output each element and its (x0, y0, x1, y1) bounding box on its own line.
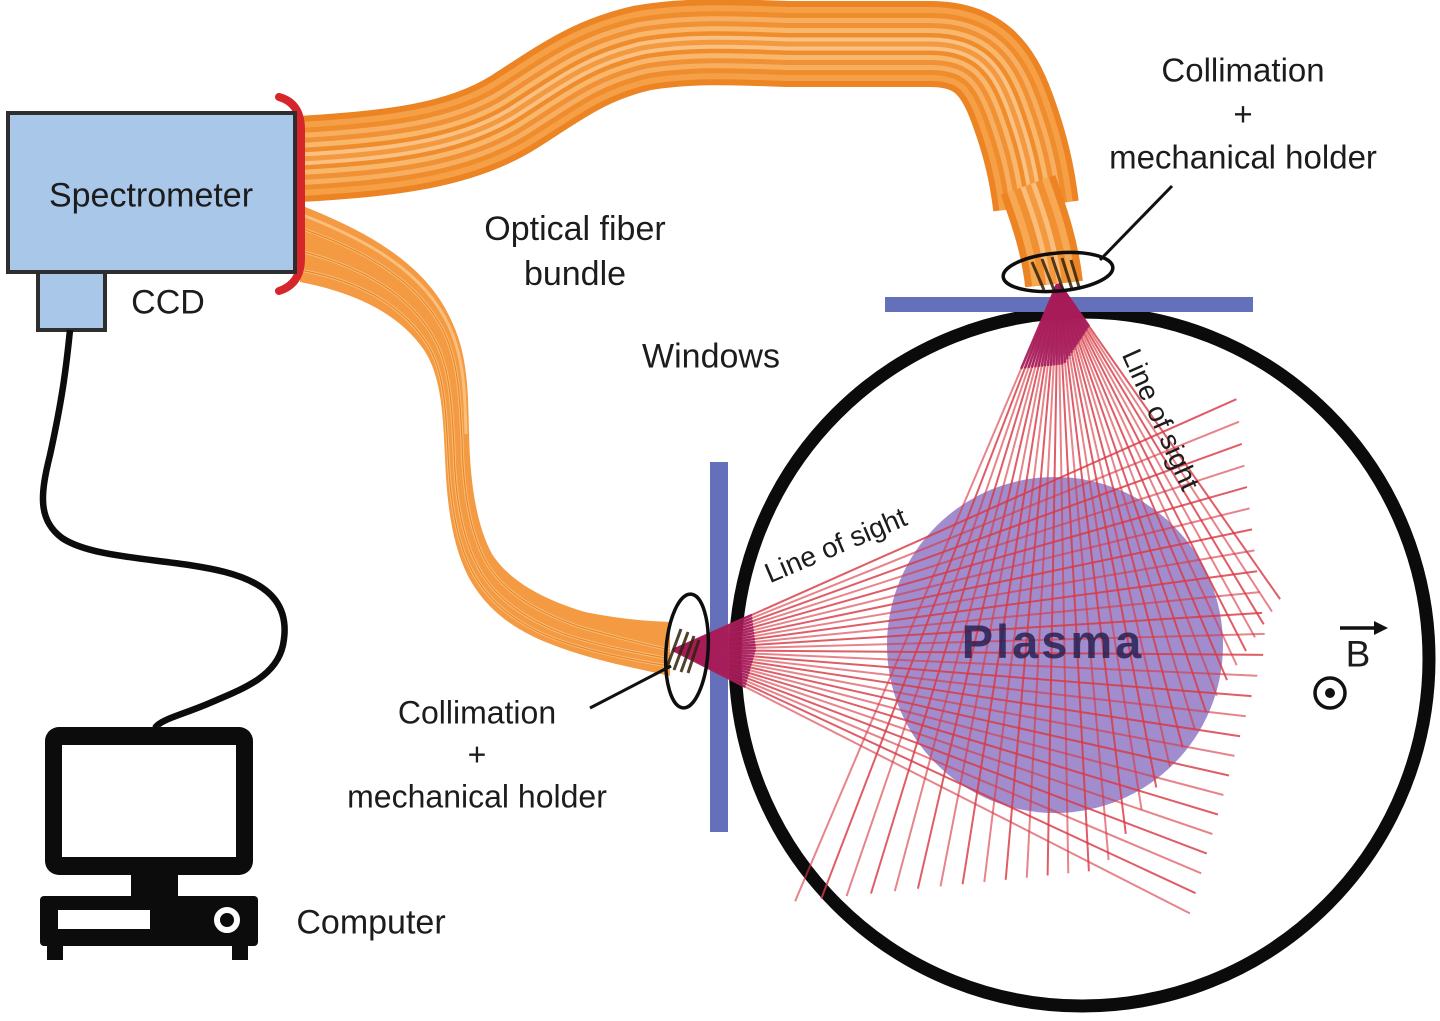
optical-fiber-bundle-top (297, 0, 1079, 212)
pointer-line-left (589, 664, 672, 710)
ccd-box (36, 270, 107, 332)
line-of-sight-fan-left (672, 398, 1265, 915)
optical-fiber-bundle-line1: Optical fiber (484, 210, 666, 249)
monitor-screen (62, 745, 236, 857)
disk-slot (58, 910, 150, 929)
optical-fiber-bundle-top-tip (1000, 175, 1083, 288)
b-field-symbol (1313, 621, 1388, 710)
power-button (214, 907, 240, 933)
collimation-top-label: Collimation + mechanical holder (1109, 49, 1377, 180)
spectrometer-box (6, 111, 297, 274)
collimation-top-line3: mechanical holder (1109, 138, 1377, 176)
collimation-left-label: Collimation + mechanical holder (347, 692, 607, 819)
collimator-ellipse-top (1001, 250, 1115, 294)
computer-foot-left (47, 946, 63, 960)
circled-dot-center (1325, 688, 1335, 698)
monitor-stand (131, 872, 178, 900)
optical-fiber-bundle-label: Optical fiber bundle (484, 207, 665, 297)
plasma-label: Plasma (961, 614, 1145, 668)
collimation-top-line2: + (1233, 95, 1253, 133)
collimator-ellipse-left (663, 592, 711, 710)
fiber-tip-hatch-top (1030, 256, 1081, 291)
magnetic-field-label: B (1345, 633, 1371, 675)
spectrometer-label: Spectrometer (48, 176, 254, 215)
optical-fiber-bundle-line2: bundle (523, 255, 627, 293)
computer-icon (40, 727, 258, 960)
optical-fiber-bundle-lower (299, 205, 671, 676)
fiber-tip-hatch-left (665, 628, 701, 674)
ccd-label: CCD (131, 283, 205, 322)
collimation-left-line2: + (467, 736, 487, 773)
ccd-cable (39, 329, 288, 731)
fiber-mount-bracket (275, 93, 305, 295)
arrow-head (1374, 621, 1388, 635)
collimation-left-line3: mechanical holder (347, 779, 607, 816)
collimation-top-line1: Collimation (1161, 51, 1325, 89)
pointer-line-top (1098, 184, 1174, 262)
computer-label: Computer (296, 903, 446, 942)
lower-band-silhouette (300, 205, 670, 676)
windows-label: Windows (642, 337, 780, 376)
computer-foot-right (232, 946, 248, 960)
collimation-left-line1: Collimation (397, 694, 557, 731)
